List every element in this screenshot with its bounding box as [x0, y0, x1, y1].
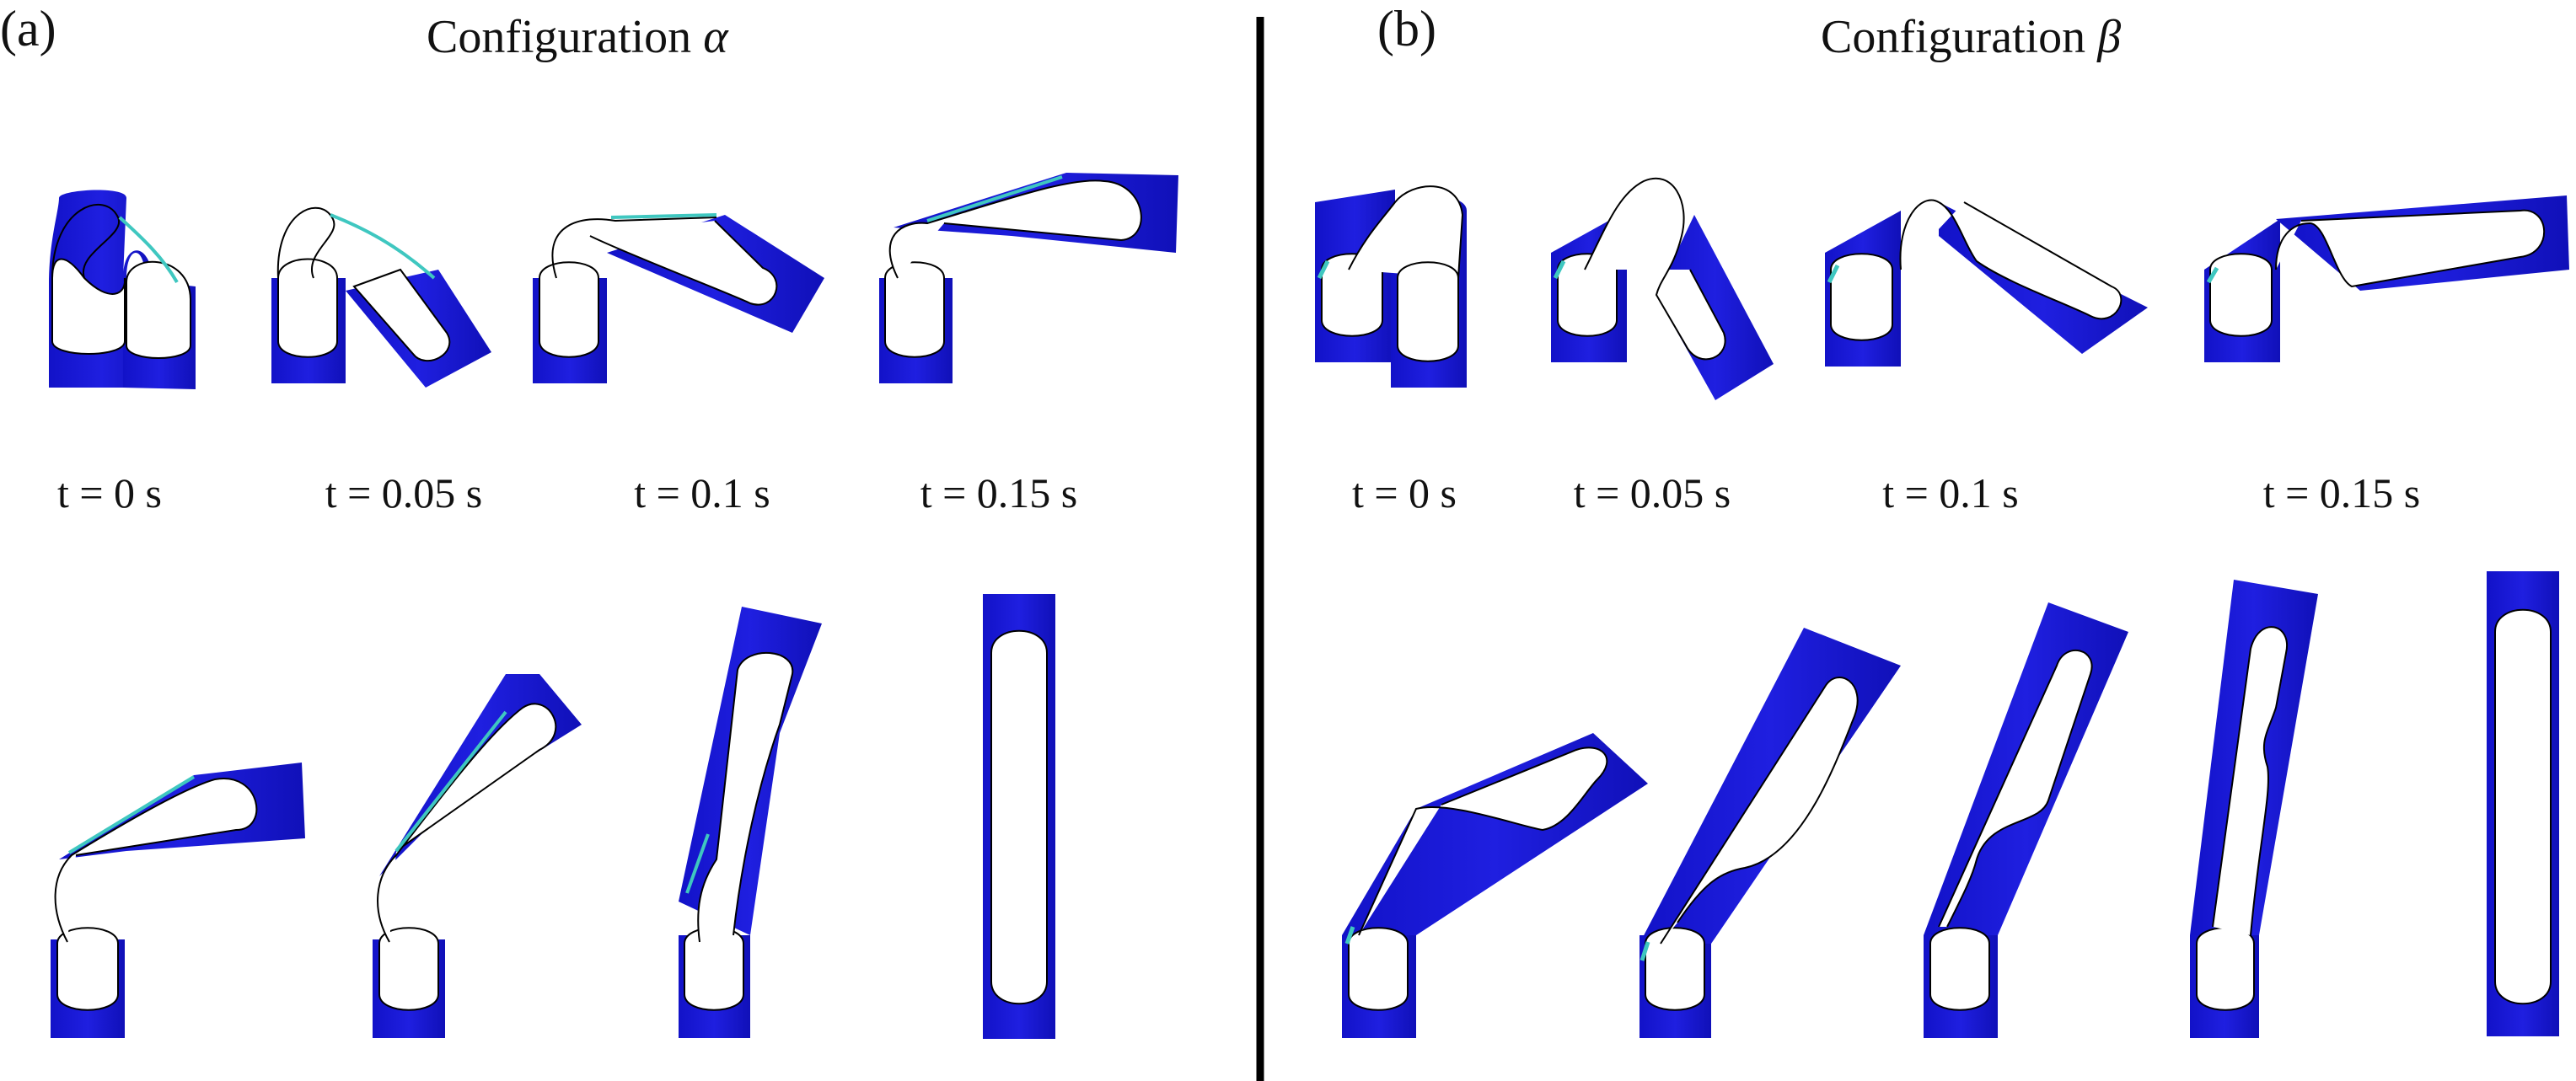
panel-a-title-text: Configuration [427, 11, 692, 63]
panel-a-time-3: t = 0.15 s [920, 469, 1078, 516]
panel-b-shape-b2 [1924, 602, 2128, 1038]
panel-b-time-3: t = 0.15 s [2262, 469, 2421, 516]
panel-a-time-2: t = 0.1 s [634, 469, 770, 516]
panel-b-time-2: t = 0.1 s [1882, 469, 2019, 516]
panel-b-shape-t0 [1315, 185, 1467, 388]
panel-a-shape-b0 [51, 763, 305, 1038]
panel-b-time-0: t = 0 s [1351, 469, 1457, 516]
panel-b-symbol: β [2097, 11, 2122, 63]
panel-a-shape-b1 [373, 674, 582, 1038]
panel-b-shape-t2 [1825, 199, 2148, 367]
panel-a-label: (a) [0, 1, 56, 56]
panel-b-shape-b3 [2190, 580, 2318, 1038]
panel-b-time-1: t = 0.05 s [1573, 469, 1731, 516]
panel-a-shape-b2 [679, 607, 822, 1038]
panel-a-symbol: α [703, 11, 728, 63]
panel-b-shape-t3 [2204, 195, 2569, 362]
panel-b-shape-t1 [1551, 177, 1774, 400]
panel-a-shape-b3 [983, 594, 1055, 1039]
panel-a-time-1: t = 0.05 s [325, 469, 483, 516]
panel-a-shape-t1 [271, 206, 491, 388]
panel-b-label: (b) [1377, 1, 1436, 56]
panel-b-shape-b1 [1640, 628, 1901, 1038]
panel-a-time-0: t = 0 s [56, 469, 163, 516]
panel-a-shape-t0 [49, 190, 196, 389]
panel-b-shape-b0 [1342, 733, 1648, 1038]
panel-b-shape-b4 [2487, 571, 2559, 1036]
panel-b-title-text: Configuration [1821, 11, 2086, 63]
panel-a-shape-t3 [879, 173, 1178, 383]
panel-a-shape-t2 [533, 213, 824, 383]
